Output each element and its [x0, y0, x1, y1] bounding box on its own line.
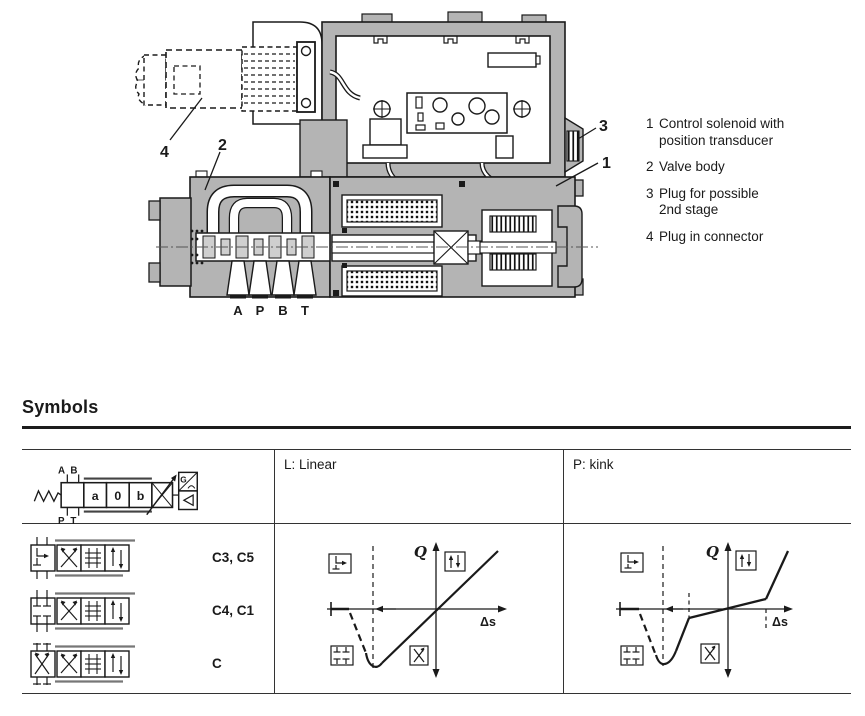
amplifier-triangle — [182, 494, 194, 507]
housing-notch — [373, 36, 388, 44]
port-label-t: T — [301, 303, 309, 318]
port-label-a: A — [233, 303, 243, 318]
s-axis-label: Δs — [480, 615, 496, 629]
valve-state-icon-bottom-right — [409, 645, 429, 666]
second-stage-plug — [564, 116, 584, 174]
legend-item-1: 1 Control solenoid with position transdu… — [646, 116, 858, 149]
connector-ribs — [241, 46, 298, 112]
symbols-heading: Symbols — [22, 397, 851, 429]
callout-3: 3 — [599, 118, 608, 135]
electronic-component — [487, 52, 537, 68]
port-label-p: P — [256, 303, 265, 318]
s-axis-label: Δs — [772, 615, 788, 629]
legend-item-2: 2 Valve body — [646, 159, 858, 176]
housing-notch — [515, 36, 530, 44]
housing-notch — [443, 36, 458, 44]
legend-item-4: 4 Plug in connector — [646, 229, 858, 246]
column-header-kink: P: kink — [563, 450, 851, 524]
pilot-port-a: A — [58, 465, 65, 476]
terminal-block — [369, 118, 402, 146]
symbols-table: A B P T a 0 b — [22, 449, 851, 694]
valve-state-icon-top-left — [328, 553, 352, 574]
housing-support — [299, 119, 348, 178]
pilot-valve-symbol: A B P T a 0 b — [33, 465, 198, 526]
spool-row-c: C — [22, 641, 274, 686]
legend-number: 2 — [646, 159, 654, 174]
kink-graph-cell: Q Δs — [563, 524, 851, 693]
valve-state-icon-bottom-right — [700, 643, 720, 664]
column-header-linear-label: L: Linear — [284, 457, 337, 472]
spool-symbol-c4c1 — [30, 589, 135, 632]
plug-in-connector — [135, 41, 316, 113]
end-cap-right — [557, 205, 583, 288]
position-transducer — [479, 209, 557, 287]
legend-text: Valve body — [659, 159, 725, 174]
position-b: b — [137, 489, 145, 503]
valve-cutaway-diagram: A P B T 4 2 3 1 — [135, 11, 611, 318]
legend-text: 2nd stage — [659, 202, 719, 217]
kink-characteristic-graph: Q Δs — [616, 542, 793, 678]
legend-text: Control solenoid with — [659, 116, 785, 131]
screw-left — [373, 100, 391, 118]
callout-1: 1 — [602, 155, 611, 172]
legend-number: 3 — [646, 185, 654, 201]
spool-symbol-c — [30, 642, 135, 685]
pilot-symbol-cell: A B P T a 0 b — [22, 450, 274, 526]
q-axis-label: Q — [414, 543, 427, 561]
spool-symbol-c3c5 — [30, 536, 135, 579]
callout-4: 4 — [160, 144, 169, 161]
q-axis-label: Q — [706, 543, 719, 561]
figure-legend: 1 Control solenoid with position transdu… — [646, 116, 858, 255]
legend-number: 4 — [646, 228, 654, 244]
pilot-port-t: T — [70, 516, 76, 526]
linear-graph-cell: Q Δs — [274, 524, 563, 693]
column-header-linear: L: Linear — [274, 450, 563, 524]
legend-item-3: 3 Plug for possible 2nd stage — [646, 186, 858, 219]
valve-state-icon-bottom-left — [620, 645, 644, 666]
column-header-kink-label: P: kink — [573, 457, 614, 472]
transducer-symbol: G — [172, 471, 198, 511]
legend-text: position transducer — [659, 132, 774, 148]
valve-state-icon-top-left — [620, 552, 644, 573]
pilot-port-b: B — [70, 465, 77, 476]
spring-dots — [190, 229, 204, 265]
valve-body — [148, 170, 333, 299]
valve-state-icon-top-right — [444, 551, 466, 572]
transducer-letter: G — [180, 476, 186, 485]
spring-symbol — [33, 489, 62, 503]
screw-right — [513, 100, 531, 118]
legend-text: Plug in connector — [659, 228, 764, 244]
circuit-board — [406, 92, 508, 134]
end-cap-left — [159, 197, 192, 287]
kink-curve — [619, 550, 790, 665]
spool-label-c4c1: C4, C1 — [212, 603, 255, 618]
coil-winding-top — [346, 199, 438, 223]
position-0: 0 — [114, 489, 121, 503]
valve-state-icon-top-right — [735, 550, 757, 571]
spool-label-c3c5: C3, C5 — [212, 550, 255, 565]
spool-symbols-cell: C3, C5 — [22, 524, 274, 693]
linear-characteristic-graph: Q Δs — [327, 542, 507, 678]
port-label-b: B — [278, 303, 287, 318]
coil-winding-bottom — [346, 270, 438, 292]
ports — [226, 260, 317, 299]
pilot-port-p: P — [58, 516, 65, 526]
position-a: a — [92, 489, 99, 503]
spool-row-c3c5: C3, C5 — [22, 535, 274, 580]
spool-label-c: C — [212, 656, 222, 671]
connector-flange — [296, 41, 316, 113]
legend-number: 1 — [646, 116, 654, 131]
callout-2: 2 — [218, 137, 227, 154]
proportional-solenoid-symbol — [146, 474, 177, 516]
legend-text: Plug for possible — [659, 185, 759, 201]
component-block — [495, 135, 514, 159]
control-solenoid — [329, 176, 584, 298]
spool-row-c4c1: C4, C1 — [22, 588, 274, 633]
linear-curve — [330, 550, 499, 668]
valve-state-icon-bottom-left — [330, 645, 354, 666]
